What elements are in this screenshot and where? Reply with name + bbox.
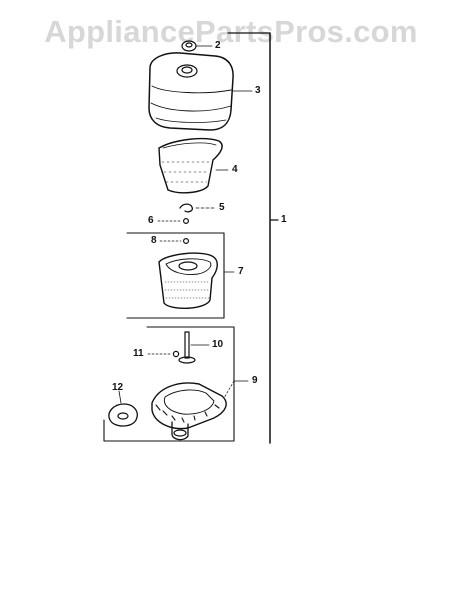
base-group-bracket bbox=[103, 326, 249, 442]
site-watermark: AppliancePartsPros.com bbox=[44, 14, 418, 49]
callout-9: 9 bbox=[252, 375, 258, 386]
gasket-part bbox=[108, 390, 138, 427]
wing-nut-part bbox=[181, 40, 213, 52]
seal-part-6 bbox=[157, 218, 190, 225]
assembly-bracket bbox=[227, 32, 279, 444]
pre-cleaner-part bbox=[158, 137, 229, 194]
callout-5: 5 bbox=[219, 202, 225, 213]
screw-part bbox=[147, 350, 180, 358]
callout-8: 8 bbox=[151, 235, 157, 246]
seal-part-8 bbox=[159, 238, 190, 245]
callout-4: 4 bbox=[232, 164, 238, 175]
callout-11: 11 bbox=[133, 348, 144, 359]
clip-part bbox=[179, 203, 215, 213]
callout-3: 3 bbox=[255, 85, 261, 96]
filter-group-bracket bbox=[126, 232, 235, 319]
callout-6: 6 bbox=[148, 215, 154, 226]
base-plate-part bbox=[151, 382, 227, 441]
filter-cartridge-part bbox=[158, 252, 218, 309]
callout-1: 1 bbox=[281, 214, 287, 225]
stud-part bbox=[178, 331, 210, 364]
callout-7: 7 bbox=[238, 266, 244, 277]
callout-2: 2 bbox=[215, 40, 221, 51]
callout-10: 10 bbox=[212, 339, 224, 350]
air-cleaner-cover-part bbox=[148, 52, 253, 131]
callout-12: 12 bbox=[112, 382, 124, 393]
leader-9 bbox=[223, 380, 235, 399]
